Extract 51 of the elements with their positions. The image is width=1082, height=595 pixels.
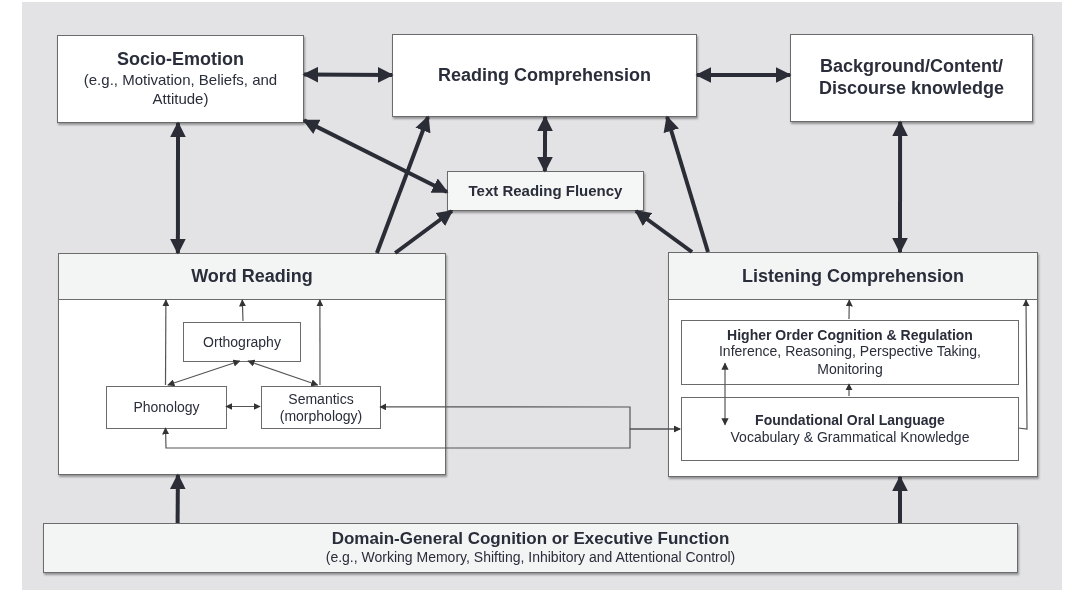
- arrow: [225, 402, 261, 411]
- arrow: [169, 473, 186, 523]
- node-heading: Background/Content/ Discourse knowledge: [817, 56, 1006, 100]
- arrow: [721, 362, 729, 426]
- node-subtext: (e.g., Motivation, Beliefs, and Attitude): [82, 71, 279, 109]
- node-subtext: Vocabulary & Grammatical Knowledge: [730, 428, 970, 447]
- arrow: [1017, 299, 1030, 430]
- subskill-box: [183, 322, 301, 362]
- subskill-box: [681, 397, 1019, 461]
- node-heading: Higher Order Cognition & Regulation: [727, 326, 973, 344]
- node-heading: Semantics (morphology): [278, 390, 364, 425]
- node-subtext: (e.g., Working Memory, Shifting, Inhibitory and Attentional Control): [325, 549, 736, 567]
- arrow: [695, 67, 792, 83]
- arrow: [316, 299, 324, 386]
- node-heading: Phonology: [133, 399, 200, 416]
- node-heading: Foundational Oral Language: [755, 411, 945, 429]
- arrow: [167, 359, 241, 387]
- arrow: [162, 299, 170, 386]
- panel-heading: Word Reading: [59, 254, 445, 300]
- arrow: [375, 115, 431, 254]
- subskill-box: [106, 386, 227, 429]
- subskill-box: [681, 320, 1019, 385]
- arrow: [394, 209, 454, 255]
- concept-box: [790, 34, 1033, 122]
- node-heading: Domain-General Cognition or Executive Function: [331, 529, 730, 550]
- arrow: [634, 209, 694, 254]
- foundation-bar: [43, 523, 1018, 573]
- component-panel: [58, 253, 446, 475]
- arrow: [379, 403, 681, 433]
- node-heading: Socio-Emotion: [117, 49, 244, 72]
- arrow: [247, 359, 319, 387]
- node-heading: Text Reading Fluency: [468, 182, 623, 200]
- arrow: [845, 299, 853, 320]
- arrow: [892, 120, 909, 254]
- arrow: [302, 118, 449, 194]
- concept-box: [57, 35, 304, 123]
- node-subtext: Inference, Reasoning, Perspective Taking, Monitoring: [718, 343, 982, 379]
- node-heading: Reading Comprehension: [438, 64, 651, 87]
- arrow: [663, 115, 710, 253]
- subskill-box: [261, 386, 381, 429]
- arrow: [302, 66, 394, 83]
- node-heading: Orthography: [203, 333, 281, 351]
- arrow: [169, 121, 186, 255]
- arrow: [845, 383, 853, 397]
- component-panel: [668, 252, 1038, 477]
- arrow: [892, 475, 908, 523]
- arrow: [238, 299, 247, 322]
- concept-box: [392, 34, 697, 117]
- concept-box: [447, 171, 644, 211]
- panel-heading: Listening Comprehension: [669, 253, 1037, 300]
- arrow: [536, 115, 554, 173]
